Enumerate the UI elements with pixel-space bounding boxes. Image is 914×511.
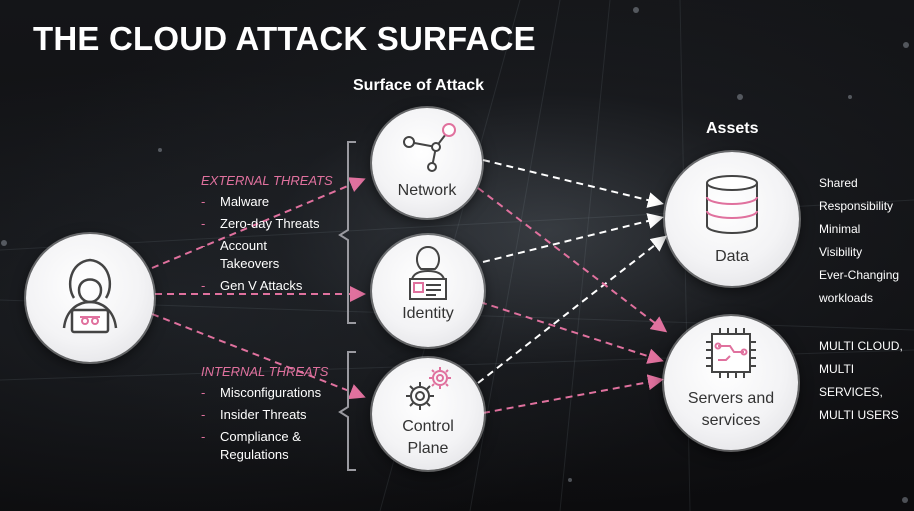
assets-heading: Assets [706,120,758,138]
database-icon [703,174,761,236]
data-label: Data [665,246,799,268]
arrow-identity-data [483,218,660,262]
threat-malware: Malware [201,193,336,211]
servers-node: Servers and services [664,316,798,450]
data-notes: Shared Responsibility Minimal Visibility… [819,172,899,310]
data-note-line: workloads [819,287,899,310]
servers-label: Servers and services [664,388,798,432]
data-note-line: Shared [819,172,899,195]
external-threats-list: EXTERNAL THREATS Malware Zero-day Threat… [201,172,336,299]
server-notes: MULTI CLOUD, MULTI SERVICES, MULTI USERS [819,335,903,427]
network-icon [399,120,457,172]
internal-threats-heading: INTERNAL THREATS [201,363,341,381]
arrow-network-servers [478,188,664,330]
attacker-node [26,234,154,362]
threat-zero-day: Zero-day Threats [201,215,336,233]
data-note-line: Minimal [819,218,899,241]
control-plane-node: Control Plane [372,358,484,470]
surface-of-attack-heading: Surface of Attack [353,77,484,95]
identity-label: Identity [372,303,484,325]
threat-insider: Insider Threats [201,406,341,424]
server-note-line: MULTI USERS [819,404,903,427]
server-note-line: MULTI CLOUD, [819,335,903,358]
external-threats-heading: EXTERNAL THREATS [201,172,336,190]
id-badge-icon [406,243,450,303]
gears-icon [400,364,456,414]
chip-icon [704,326,758,380]
arrow-network-data [483,160,660,203]
network-node: Network [372,108,482,218]
threat-compliance: Compliance & Regulations [201,428,341,464]
data-note-line: Ever-Changing [819,264,899,287]
arrow-identity-servers [480,302,660,360]
data-note-line: Visibility [819,241,899,264]
control-plane-label: Control Plane [372,416,484,460]
threat-misconfigurations: Misconfigurations [201,384,341,402]
network-label: Network [372,180,482,202]
page-title: THE CLOUD ATTACK SURFACE [33,20,536,58]
identity-node: Identity [372,235,484,347]
server-note-line: MULTI [819,358,903,381]
hacker-icon [60,256,120,336]
threat-account-takeovers: Account Takeovers [201,237,336,273]
data-node: Data [665,152,799,286]
internal-threats-list: INTERNAL THREATS Misconfigurations Insid… [201,363,341,468]
external-bracket [338,140,358,325]
data-note-line: Responsibility [819,195,899,218]
arrow-control-servers [483,380,660,413]
threat-gen-v-attacks: Gen V Attacks [201,277,336,295]
server-note-line: SERVICES, [819,381,903,404]
internal-bracket [338,350,358,472]
